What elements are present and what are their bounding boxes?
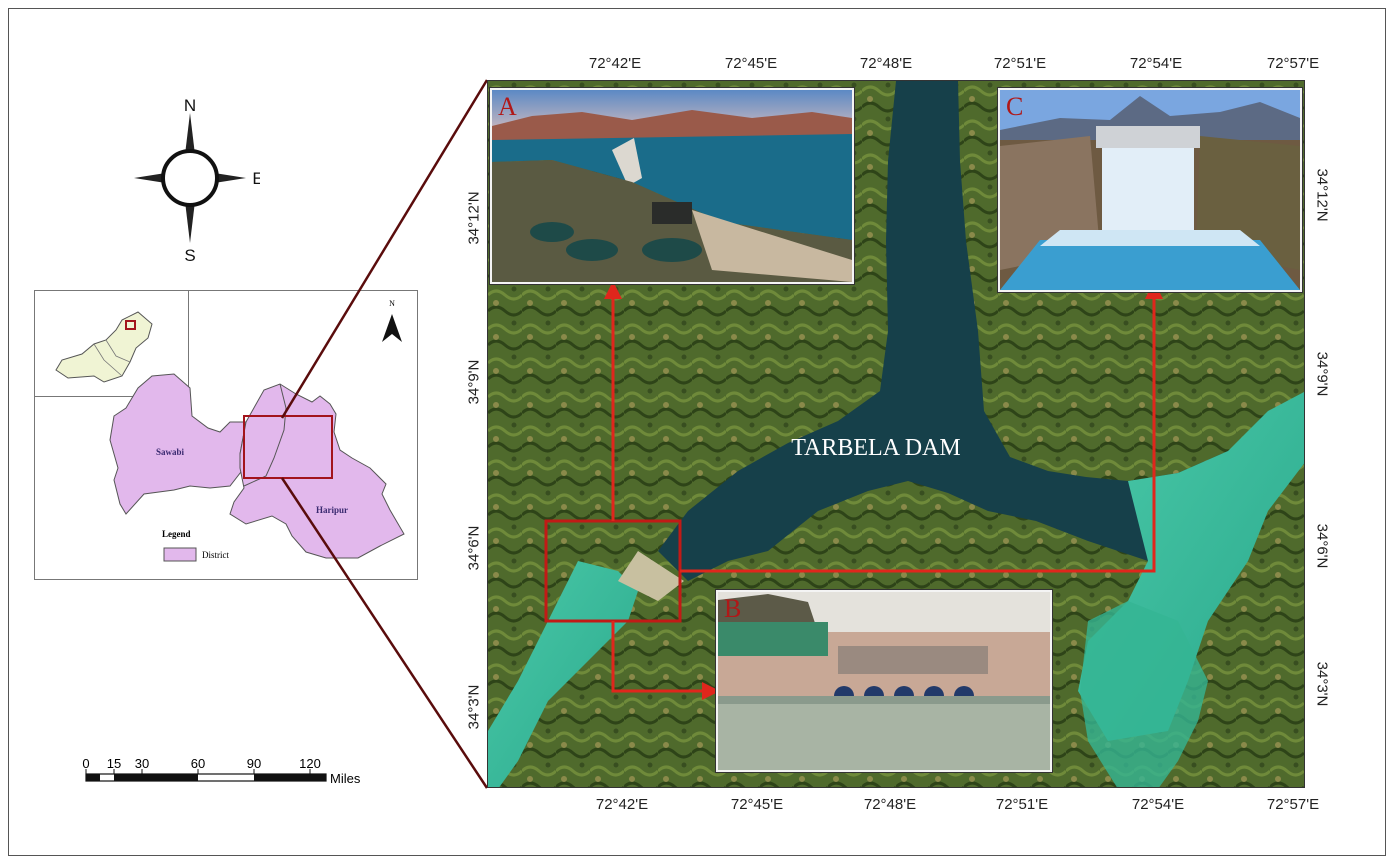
lon-label-bottom: 72°48'E (863, 796, 917, 813)
scale-unit: Miles (330, 771, 361, 786)
lon-label-top: 72°48'E (859, 55, 913, 72)
lat-label-right: 34°3'N (1313, 661, 1331, 707)
lon-label-bottom: 72°57'E (1266, 796, 1320, 813)
river-downstream (488, 561, 638, 787)
arrow-head-a (604, 281, 622, 299)
lat-label-left: 34°6'N (465, 525, 483, 571)
lon-label-top: 72°42'E (588, 55, 642, 72)
arrow-head-b (702, 682, 720, 700)
lon-label-bottom: 72°54'E (1131, 796, 1185, 813)
inset-label-b: B (724, 594, 742, 623)
compass-n: N (184, 96, 196, 115)
locator-map: N Sawabi Haripur Legend District (34, 290, 418, 580)
reservoir-main (658, 81, 1258, 581)
district-label-haripur: Haripur (316, 505, 348, 515)
compass-e: E (252, 169, 260, 188)
scale-tick: 120 (299, 756, 321, 771)
lat-label-left: 34°9'N (465, 359, 483, 405)
compass-rose: N S W E (134, 96, 260, 265)
north-arrow-label: N (389, 299, 395, 308)
lon-label-bottom: 72°42'E (595, 796, 649, 813)
photo-inset-a: A (490, 88, 854, 284)
scale-tick: 90 (247, 756, 261, 771)
scale-tick: 60 (191, 756, 205, 771)
lat-label-right: 34°12'N (1313, 168, 1331, 222)
lon-label-top: 72°51'E (993, 55, 1047, 72)
legend-swatch (163, 547, 197, 562)
map-title: TARBELA DAM (791, 435, 960, 461)
legend-title: Legend (162, 529, 191, 539)
lon-label-top: 72°57'E (1266, 55, 1320, 72)
photo-inset-c: C (998, 88, 1302, 292)
scale-tick: 15 (107, 756, 121, 771)
compass-star (134, 113, 246, 243)
scale-tick: 30 (135, 756, 149, 771)
lat-label-right: 34°6'N (1313, 523, 1331, 569)
north-arrow: N (382, 299, 402, 342)
lat-label-left: 34°12'N (465, 191, 483, 245)
lon-label-top: 72°45'E (724, 55, 778, 72)
connector-arrows (611, 293, 1156, 693)
legend-item-district: District (202, 550, 229, 560)
photo-inset-b: B (716, 590, 1052, 772)
district-label-sawabi: Sawabi (156, 447, 185, 457)
figure-frame (8, 8, 1386, 856)
inset-label-a: A (498, 92, 517, 121)
compass-s: S (184, 246, 195, 265)
district-haripur (229, 383, 405, 559)
inset-label-c: C (1006, 92, 1024, 121)
scale-tick: 0 (82, 756, 89, 771)
scale-bar: 0 15 30 60 90 120 Miles (82, 756, 361, 786)
lon-label-bottom: 72°51'E (995, 796, 1049, 813)
district-sawabi (109, 373, 247, 515)
lon-label-top: 72°54'E (1129, 55, 1183, 72)
lon-label-bottom: 72°45'E (730, 796, 784, 813)
study-area-box (243, 415, 333, 479)
lat-label-right: 34°9'N (1313, 351, 1331, 397)
pakistan-highlight-box (125, 320, 136, 330)
lat-label-left: 34°3'N (465, 684, 483, 730)
